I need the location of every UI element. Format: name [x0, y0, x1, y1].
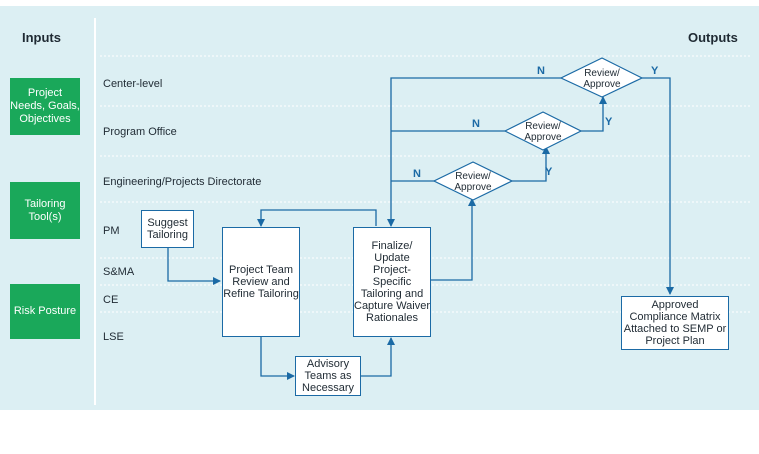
arrow-finalize-to-eng-review	[430, 198, 476, 281]
lane-lse: LSE	[103, 331, 124, 343]
center-no-label: N	[537, 65, 545, 77]
program-no-label: N	[472, 118, 480, 130]
lane-program-office: Program Office	[103, 126, 177, 138]
lane-center-level: Center-level	[103, 78, 163, 90]
input-tailoring-tools: Tailoring Tool(s)	[10, 182, 80, 239]
lane-ce: CE	[103, 294, 119, 306]
arrow-review-to-advisory	[260, 337, 295, 380]
program-review-diamond	[503, 111, 583, 151]
finalize-update-box: Finalize/ Update Project- Specific Tailo…	[353, 227, 431, 337]
suggest-tailoring-box: Suggest Tailoring	[141, 210, 194, 248]
arrow-center-yes-to-approved	[642, 77, 674, 295]
engineering-yes-label: Y	[545, 166, 553, 178]
engineering-review-diamond	[432, 161, 514, 201]
arrow-suggest-to-review	[167, 247, 221, 285]
flow-connectors	[167, 77, 674, 380]
arrow-advisory-to-finalize	[360, 337, 395, 377]
center-review-label: Review/ Approve	[583, 68, 621, 90]
inputs-header: Inputs	[22, 30, 61, 45]
engineering-no-label: N	[413, 168, 421, 180]
lane-engineering-directorate: Engineering/Projects Directorate	[103, 176, 262, 188]
program-review-label: Review/ Approve	[524, 121, 562, 143]
arrow-center-no	[387, 77, 561, 227]
arrow-program-yes-to-center	[581, 96, 607, 132]
engineering-review-label: Review/ Approve	[454, 171, 492, 193]
lane-pm: PM	[103, 225, 120, 237]
center-review-diamond	[559, 57, 644, 98]
center-yes-label: Y	[651, 65, 659, 77]
review-refine-box: Project Team Review and Refine Tailoring	[222, 227, 300, 337]
input-project-needs: Project Needs, Goals, Objectives	[10, 78, 80, 135]
outputs-header: Outputs	[688, 30, 738, 45]
approved-compliance-box: Approved Compliance Matrix Attached to S…	[621, 296, 729, 350]
advisory-teams-box: Advisory Teams as Necessary	[295, 356, 361, 396]
input-risk-posture: Risk Posture	[10, 284, 80, 339]
arrow-finalize-to-review	[257, 209, 377, 227]
arrow-eng-yes-to-program	[512, 146, 550, 182]
program-yes-label: Y	[605, 116, 613, 128]
lane-sma: S&MA	[103, 266, 135, 278]
